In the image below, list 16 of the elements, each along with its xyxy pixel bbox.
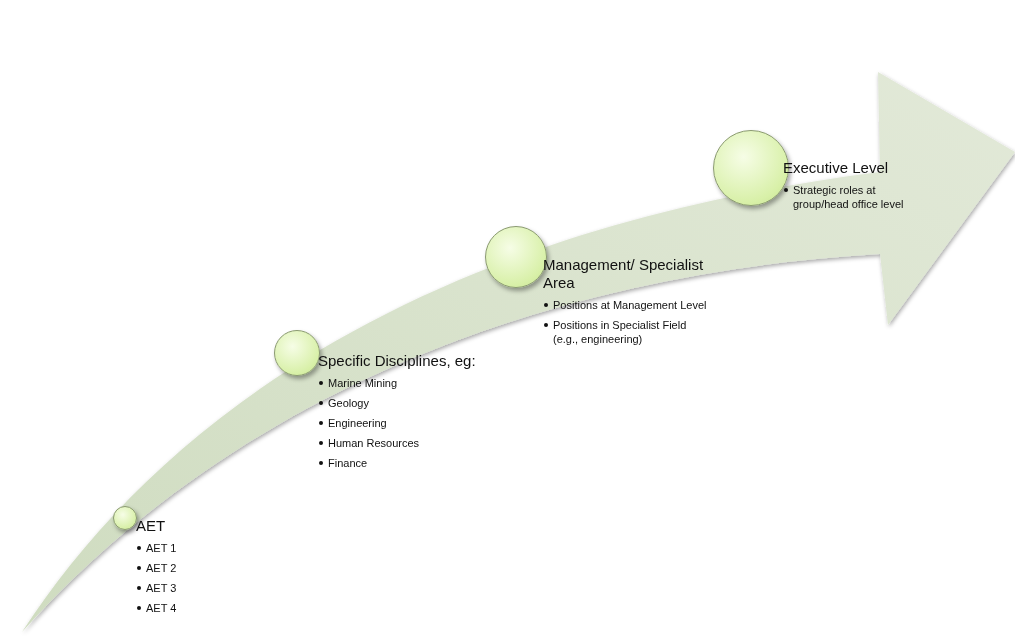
bullet-item: AET 2 bbox=[146, 562, 177, 574]
stage-heading: Management/ Specialist Area bbox=[543, 256, 705, 292]
stage-heading: Specific Disciplines, eg: bbox=[318, 352, 477, 370]
bullet-item: AET 3 bbox=[146, 582, 177, 594]
bullet-item: Positions at Management Level bbox=[553, 299, 707, 311]
bullet-item: Positions in Specialist Field (e.g., engineering) bbox=[553, 319, 687, 345]
bullet-item: Strategic roles at group/head office level bbox=[793, 184, 904, 210]
stage-heading: Executive Level bbox=[783, 159, 890, 177]
stage-heading: AET bbox=[136, 517, 167, 535]
bullet-item: Human Resources bbox=[328, 437, 420, 449]
bullet-item: Marine Mining bbox=[328, 377, 398, 389]
bullet-item: Geology bbox=[328, 397, 369, 409]
bullet-item: AET 4 bbox=[146, 602, 177, 614]
bullet-item: Finance bbox=[328, 457, 368, 469]
bullet-item: AET 1 bbox=[146, 542, 177, 554]
bullet-item: Engineering bbox=[328, 417, 387, 429]
